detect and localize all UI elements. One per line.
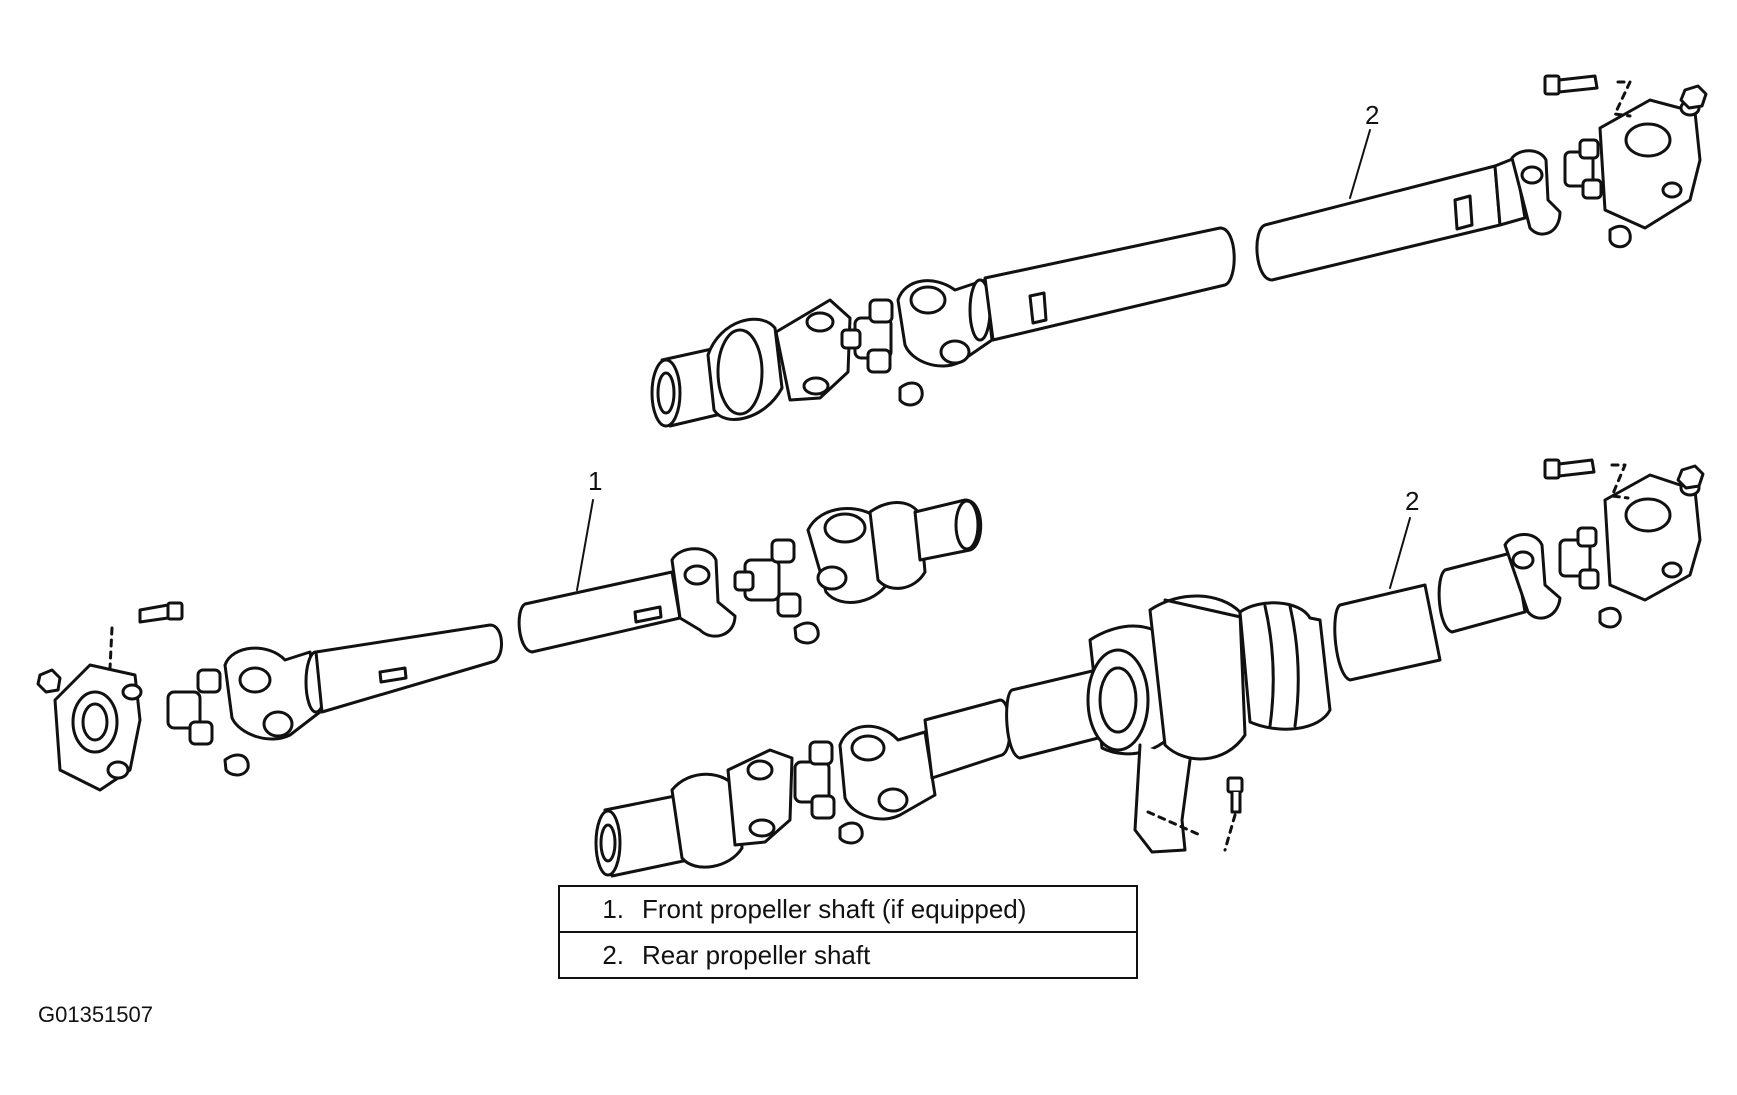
callout-front: 1 [588, 466, 602, 496]
rear-shaft-lower [594, 458, 1705, 878]
universal-joint-front-rear [166, 668, 250, 777]
tube-yoke-upper-front [896, 278, 994, 368]
flange-nut-upper [1679, 84, 1708, 110]
flange-bolt-lower [1543, 458, 1596, 480]
legend-text: Front propeller shaft (if equipped) [642, 893, 1027, 924]
callout-rear-lower: 2 [1405, 486, 1419, 516]
legend-row: 2. Rear propeller shaft [558, 931, 1138, 979]
universal-joint-lower-front [793, 740, 864, 845]
leader-line-rear-lower [1389, 517, 1411, 589]
flange-nut-lower [1676, 464, 1705, 490]
shaft-tube-front-a [314, 623, 503, 714]
flange-nut-front [36, 668, 62, 694]
leader-line-front [576, 499, 594, 591]
shaft-tube-lower-a [923, 698, 1012, 780]
front-shaft [36, 498, 983, 792]
shaft-tube-lower-c [1333, 583, 1442, 682]
universal-joint-front-mid [733, 538, 820, 645]
flange-bolt-front [138, 601, 184, 624]
slip-yoke-upper [650, 298, 852, 428]
leader-line-rear-upper [1349, 129, 1371, 199]
flange-bolt-upper [1543, 74, 1599, 96]
center-bearing [1086, 594, 1247, 854]
shaft-tube-lower-d [1437, 550, 1527, 634]
figure-id: G01351507 [38, 1002, 153, 1027]
companion-flange-lower [1603, 473, 1702, 602]
legend-row: 1. Front propeller shaft (if equipped) [558, 885, 1138, 933]
bracket-bolt-lower [1223, 776, 1244, 852]
callout-rear-upper: 2 [1365, 100, 1379, 130]
rear-shaft-upper [650, 74, 1708, 428]
legend-table: 1. Front propeller shaft (if equipped) 2… [558, 885, 1138, 979]
universal-joint-upper-front [840, 298, 924, 407]
universal-joint-lower-rear [1558, 526, 1622, 629]
shaft-tube-upper-rear [1255, 164, 1502, 282]
shaft-tube-front-b [517, 570, 682, 654]
legend-number: 1. [602, 893, 624, 924]
companion-flange-upper [1598, 98, 1702, 230]
companion-flange-front [53, 663, 143, 792]
shaft-tube-upper-front [983, 226, 1236, 342]
legend-text: Rear propeller shaft [642, 939, 871, 970]
universal-joint-upper-rear [1510, 138, 1632, 249]
legend-number: 2. [602, 939, 624, 970]
